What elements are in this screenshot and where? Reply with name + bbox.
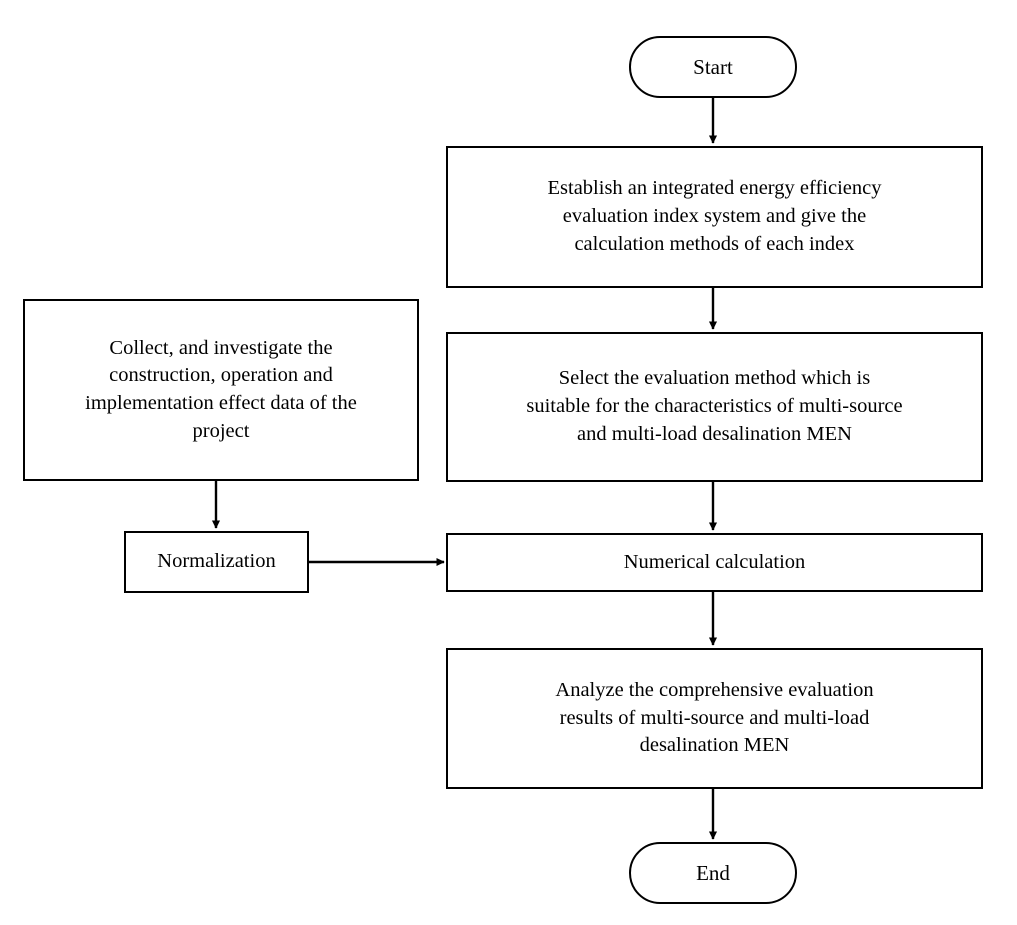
node-end-label: End	[696, 860, 730, 885]
node-analyze-label: Analyze the comprehensive evaluation res…	[555, 678, 874, 757]
node-start[interactable]: Start	[629, 36, 797, 98]
node-end[interactable]: End	[629, 842, 797, 904]
node-establish-label: Establish an integrated energy efficienc…	[547, 177, 882, 255]
node-start-label: Start	[693, 54, 733, 79]
node-collect-investigate-data[interactable]: Collect, and investigate the constructio…	[23, 299, 419, 481]
node-numerical-label: Numerical calculation	[623, 550, 806, 573]
node-analyze-results[interactable]: Analyze the comprehensive evaluation res…	[446, 648, 983, 789]
node-normalization[interactable]: Normalization	[124, 531, 309, 593]
node-numerical-calculation[interactable]: Numerical calculation	[446, 533, 983, 592]
node-establish-index-system[interactable]: Establish an integrated energy efficienc…	[446, 146, 983, 288]
node-normalization-label: Normalization	[157, 550, 276, 573]
node-select-evaluation-method[interactable]: Select the evaluation method which is su…	[446, 332, 983, 482]
node-collect-label: Collect, and investigate the constructio…	[85, 336, 357, 442]
node-select-label: Select the evaluation method which is su…	[526, 367, 903, 445]
